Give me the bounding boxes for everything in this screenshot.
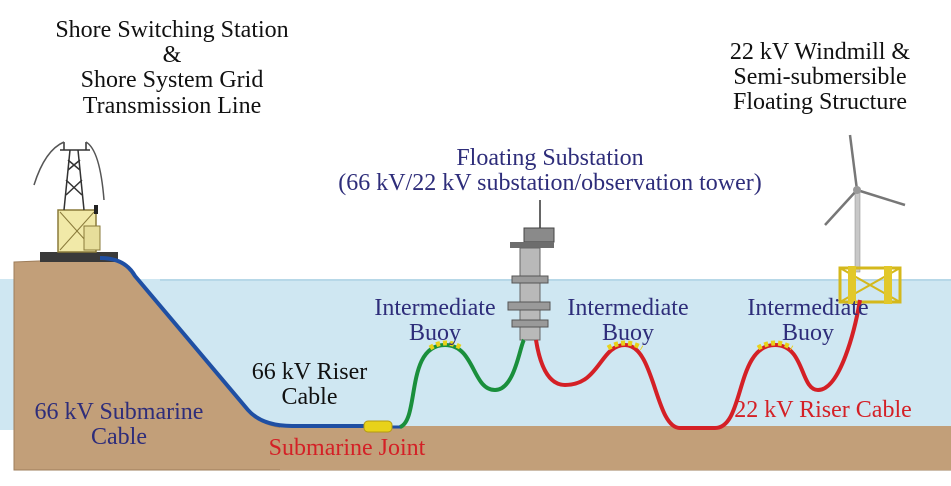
label-line: 66 kV Riser	[251, 359, 368, 385]
label-riser-22kv: 22 kV Riser Cable	[734, 397, 912, 423]
submarine-joint	[363, 420, 393, 433]
label-line: Transmission Line	[82, 92, 262, 119]
label-line: Buoy	[781, 320, 834, 347]
label-buoy-left: Intermediate Buoy	[355, 295, 515, 347]
label-riser-66kv: 66 kV Riser Cable	[222, 359, 397, 411]
label-line: &	[162, 42, 182, 69]
shore-switching-station	[40, 209, 118, 262]
label-line: 66 kV Submarine	[34, 399, 204, 425]
label-buoy-middle: Intermediate Buoy	[548, 295, 708, 347]
riser-cable-22kv-left	[534, 339, 715, 430]
transmission-tower	[33, 141, 105, 214]
label-line: (66 kV/22 kV substation/observation towe…	[338, 170, 762, 197]
label-line: Floating Structure	[733, 89, 907, 116]
riser-cable-22kv-right	[714, 299, 862, 430]
label-line: 22 kV Windmill &	[729, 39, 911, 65]
label-line: Shore Switching Station	[55, 17, 289, 43]
intermediate-buoy-middle	[606, 340, 644, 351]
label-line: Shore System Grid	[80, 67, 264, 94]
label-submarine-cable: 66 kV Submarine Cable	[8, 399, 230, 451]
floating-substation	[507, 200, 555, 341]
label-buoy-right: Intermediate Buoy	[728, 295, 888, 347]
windmill-turbine	[824, 134, 906, 273]
label-line: Semi-submersible	[733, 64, 907, 91]
riser-cable-66kv	[398, 338, 526, 429]
label-line: Intermediate	[567, 295, 689, 321]
label-shore-station: Shore Switching Station & Shore System G…	[22, 17, 322, 119]
label-submarine-joint: Submarine Joint	[268, 435, 426, 461]
seabed	[280, 426, 951, 470]
semi-submersible-structure	[838, 266, 902, 304]
label-line: Cable	[281, 384, 338, 411]
intermediate-buoy-right	[756, 340, 794, 351]
submarine-cable-66kv	[99, 256, 365, 428]
label-line: Cable	[91, 424, 147, 451]
label-line: Intermediate	[747, 295, 869, 321]
label-line: Buoy	[408, 320, 461, 347]
intermediate-buoy-left	[428, 340, 464, 351]
label-line: Buoy	[601, 320, 654, 347]
label-floating-substation: Floating Substation (66 kV/22 kV substat…	[270, 145, 830, 197]
label-line: Floating Substation	[456, 145, 644, 171]
label-windmill: 22 kV Windmill & Semi-submersible Floati…	[700, 39, 940, 116]
label-line: Intermediate	[374, 295, 496, 321]
